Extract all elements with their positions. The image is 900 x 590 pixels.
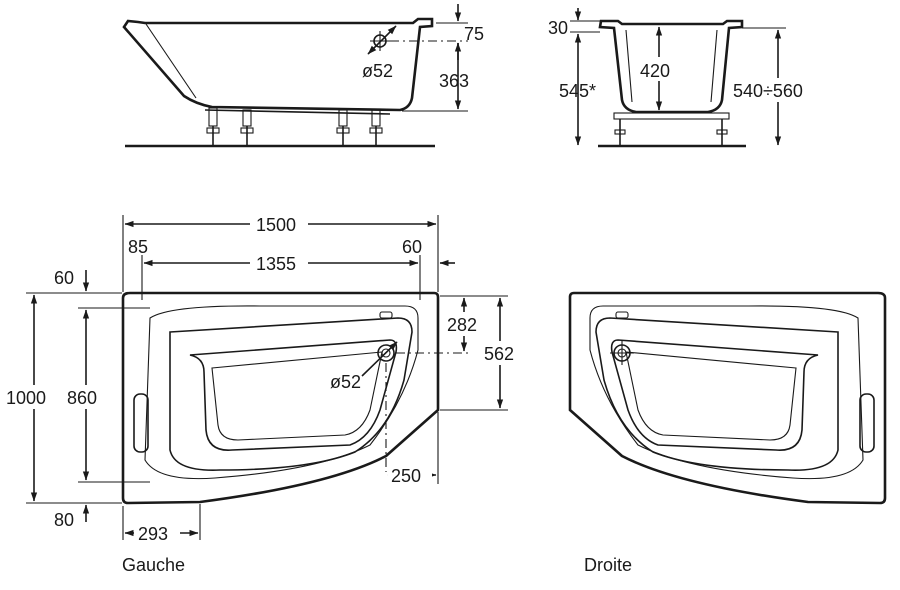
plan-left-drain-inner — [381, 348, 391, 358]
plan-length-label-bg — [250, 212, 308, 236]
side-view-tub-outline — [122, 17, 434, 112]
plan-corner-offset-label-bg — [134, 521, 180, 545]
end-inner-wall-left — [625, 29, 633, 103]
side-outlet-height-label: 363 — [439, 71, 469, 91]
side-rim-dimension-label: 75 — [464, 24, 484, 44]
plan-width-label: 1000 — [6, 388, 46, 408]
plan-left-margin-label: 85 — [128, 237, 148, 257]
caption-right-version: Droite — [584, 555, 632, 575]
end-rim-dimension-label: 30 — [548, 18, 568, 38]
plan-right-outer-outline — [568, 291, 887, 505]
plan-left-outer-outline — [121, 291, 440, 505]
end-adjustable-height-label: 540÷560 — [733, 81, 803, 101]
plan-outlet-offset-label-bg — [444, 312, 486, 336]
plan-right-basin-floor — [625, 351, 797, 441]
end-view-support-frame — [613, 112, 730, 145]
plan-right-basin-outer — [595, 317, 839, 471]
plan-left-basin-outer — [169, 317, 413, 471]
plan-bottom-margin-label: 80 — [54, 510, 74, 530]
plan-short-side-label-bg — [481, 341, 523, 365]
plan-outlet-offset-label: 282 — [447, 315, 477, 335]
plan-right-headrest — [859, 393, 875, 453]
plan-view-left: ø52 1500 1355 85 60 60 1000 860 80 — [4, 212, 523, 575]
end-adj-label-bg — [730, 78, 826, 102]
plan-outlet-x-label-bg — [388, 463, 432, 487]
plan-inner-length-label-bg — [250, 251, 308, 275]
side-view-inner-wall — [145, 23, 197, 99]
side-view: ø52 75 363 — [122, 4, 484, 148]
end-view-tub-outline — [598, 19, 744, 114]
plan-right-rim-line — [589, 305, 864, 480]
plan-left-basin-floor — [211, 351, 383, 441]
plan-short-side-label: 562 — [484, 344, 514, 364]
plan-inner-width-label-bg — [64, 385, 108, 409]
end-view: 30 545* 420 540÷560 — [548, 8, 826, 148]
plan-outlet-leader — [361, 341, 398, 377]
plan-right-tap-hole — [615, 311, 629, 319]
plan-width-label-bg — [4, 385, 56, 409]
end-inner-wall-right — [710, 29, 718, 103]
side-view-feet — [204, 107, 391, 145]
plan-outlet-diameter-label: ø52 — [330, 372, 361, 392]
side-outlet-diameter-label: ø52 — [362, 61, 393, 81]
caption-left-version: Gauche — [122, 555, 185, 575]
plan-left-rim-line — [144, 305, 419, 480]
end-total-height-label: 545* — [559, 81, 596, 101]
side-view-overflow-outlet — [367, 25, 468, 55]
plan-right-basin-inner — [610, 339, 819, 451]
plan-right-margin-label: 60 — [402, 237, 422, 257]
plan-length-label: 1500 — [256, 215, 296, 235]
end-depth-label: 420 — [640, 61, 670, 81]
plan-left-drain — [377, 344, 395, 362]
plan-outlet-x-label: 250 — [391, 466, 421, 486]
plan-top-margin-label: 60 — [54, 268, 74, 288]
plan-corner-offset-label: 293 — [138, 524, 168, 544]
end-depth-label-bg — [636, 57, 680, 81]
plan-left-tap-hole — [379, 311, 393, 319]
plan-inner-width-label: 860 — [67, 388, 97, 408]
plan-view-right — [568, 291, 887, 505]
plan-left-headrest — [133, 393, 149, 453]
plan-inner-length-label: 1355 — [256, 254, 296, 274]
